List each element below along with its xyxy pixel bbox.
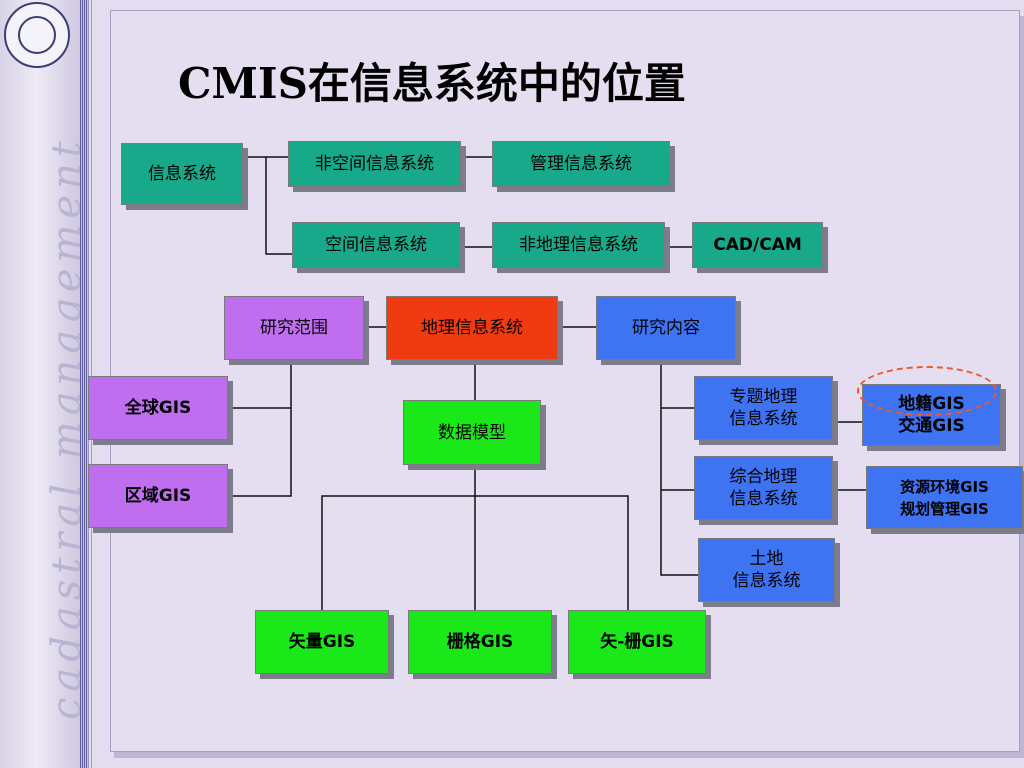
vector-gis-box: 矢量GIS (255, 610, 389, 674)
info-system-box: 信息系统 (121, 143, 243, 205)
data-model-box: 数据模型 (403, 400, 541, 465)
thematic-geo-info-system-box: 专题地理 信息系统 (694, 376, 833, 440)
management-info-system-box: 管理信息系统 (492, 141, 670, 187)
highlight-oval (857, 366, 997, 416)
global-gis-box: 全球GIS (88, 376, 228, 440)
non-geographic-info-system-box: 非地理信息系统 (492, 222, 665, 268)
regional-gis-box: 区域GIS (88, 464, 228, 528)
sidebar-stripes (80, 0, 88, 768)
gis-box: 地理信息系统 (386, 296, 558, 360)
sidebar: cadastral management (0, 0, 90, 768)
non-spatial-info-system-box: 非空间信息系统 (288, 141, 461, 187)
comprehensive-geo-info-system-box: 综合地理 信息系统 (694, 456, 833, 520)
research-scope-box: 研究范围 (224, 296, 364, 360)
raster-gis-box: 栅格GIS (408, 610, 552, 674)
spatial-info-system-box: 空间信息系统 (292, 222, 460, 268)
university-logo (4, 2, 70, 68)
vector-raster-gis-box: 矢-栅GIS (568, 610, 706, 674)
land-info-system-box: 土地 信息系统 (698, 538, 835, 602)
resource-planning-gis-box: 资源环境GIS 规划管理GIS (866, 466, 1023, 529)
research-content-box: 研究内容 (596, 296, 736, 360)
cad-cam-box: CAD/CAM (692, 222, 823, 268)
slide-title: CMIS在信息系统中的位置 (178, 59, 686, 108)
